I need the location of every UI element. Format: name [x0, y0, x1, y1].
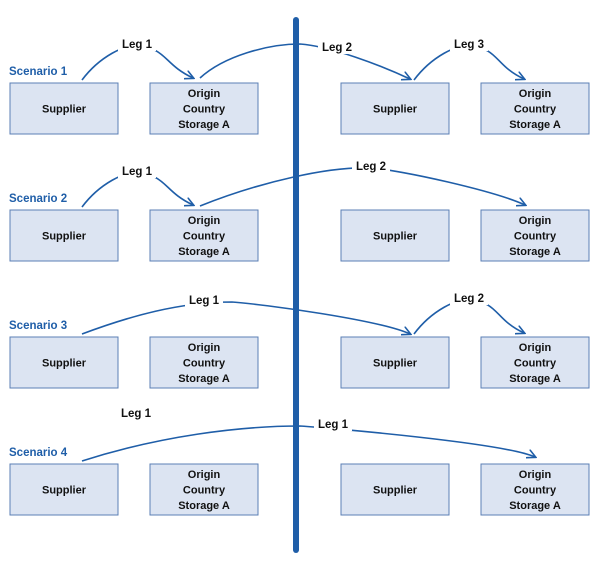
location-box-label: Supplier	[42, 104, 87, 116]
location-box-label: Supplier	[42, 231, 87, 243]
location-box-rect	[480, 336, 590, 389]
leg-label: Leg 2	[454, 293, 484, 305]
leg-label-bg	[185, 293, 223, 307]
location-box-rect	[480, 463, 590, 516]
leg-label-bg	[318, 40, 356, 54]
leg-arrow	[81, 425, 535, 462]
location-box: Supplier	[9, 209, 119, 262]
location-box-rect	[9, 336, 119, 389]
location-box: Supplier	[9, 82, 119, 135]
location-box-rect	[9, 82, 119, 135]
location-box-rect	[480, 209, 590, 262]
location-box-rect	[340, 209, 450, 262]
location-box-rect	[340, 82, 450, 135]
leg-label: Leg 1	[318, 419, 349, 431]
location-box-rect	[149, 82, 259, 135]
leg-label: Leg 1	[189, 295, 220, 307]
location-box: Supplier	[340, 463, 450, 516]
leg-arrow	[199, 167, 525, 207]
location-box: Supplier	[340, 336, 450, 389]
location-box-label: Supplier	[42, 485, 87, 497]
leg-label-bg	[314, 417, 352, 431]
location-box: Supplier	[340, 209, 450, 262]
location-box-rect	[149, 463, 259, 516]
location-box: Supplier	[340, 82, 450, 135]
leg-label: Leg 3	[454, 39, 484, 51]
leg-label-bg	[352, 159, 390, 173]
leg-label: Leg 1	[122, 39, 153, 51]
scenario-label: Scenario 1	[9, 66, 68, 78]
leg-label-bg	[118, 37, 156, 51]
leg-label-bg	[118, 164, 156, 178]
leg-arrow	[199, 43, 410, 79]
scenario-label: Scenario 2	[9, 193, 67, 205]
location-box: Supplier	[9, 336, 119, 389]
location-box-label: Supplier	[373, 231, 418, 243]
location-box-rect	[149, 209, 259, 262]
leg-arrow	[81, 301, 410, 334]
leg-label-bg	[450, 291, 488, 305]
location-box: Supplier	[9, 463, 119, 516]
location-box-rect	[9, 209, 119, 262]
location-box-rect	[340, 336, 450, 389]
location-box-rect	[340, 463, 450, 516]
location-box-label: Supplier	[373, 485, 418, 497]
location-box-rect	[149, 336, 259, 389]
leg-label: Leg 2	[356, 161, 386, 173]
location-box-label: Supplier	[373, 104, 418, 116]
location-box-rect	[9, 463, 119, 516]
stray-leg-label: Leg 1	[121, 408, 152, 420]
leg-label: Leg 2	[322, 42, 352, 54]
location-box-label: Supplier	[42, 358, 87, 370]
location-box-label: Supplier	[373, 358, 418, 370]
leg-label-bg	[450, 37, 488, 51]
location-box-rect	[480, 82, 590, 135]
scenario-label: Scenario 3	[9, 320, 67, 332]
scenario-label: Scenario 4	[9, 447, 68, 459]
leg-label: Leg 1	[122, 166, 153, 178]
